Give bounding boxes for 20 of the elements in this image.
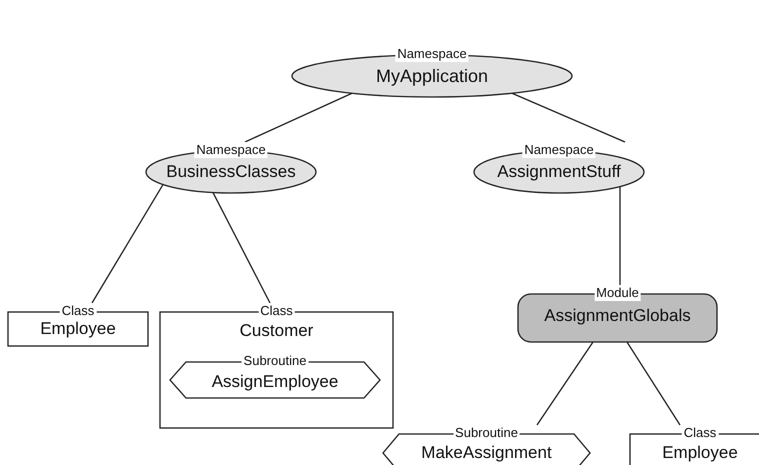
node-name: MyApplication: [374, 66, 490, 86]
node-type-label: Namespace: [395, 46, 469, 62]
node-name: AssignmentGlobals: [543, 306, 692, 326]
node-name: MakeAssignment: [420, 443, 553, 463]
connector-line: [536, 342, 594, 426]
node-type-label: Namespace: [522, 142, 596, 158]
connector-line: [244, 92, 352, 143]
node-name: Employee: [661, 443, 739, 463]
node-name: BusinessClasses: [165, 162, 297, 182]
node-name: AssignmentStuff: [496, 162, 622, 182]
node-name: AssignEmployee: [210, 372, 340, 392]
connector-line: [212, 192, 271, 304]
node-name: Employee: [39, 319, 117, 339]
connector-line: [512, 92, 626, 143]
node-type-label: Module: [594, 285, 641, 301]
connector-line: [626, 342, 681, 426]
connector-line: [619, 186, 621, 285]
node-name: Customer: [238, 321, 314, 341]
connector-line: [91, 184, 164, 304]
node-type-label: Namespace: [194, 142, 268, 158]
